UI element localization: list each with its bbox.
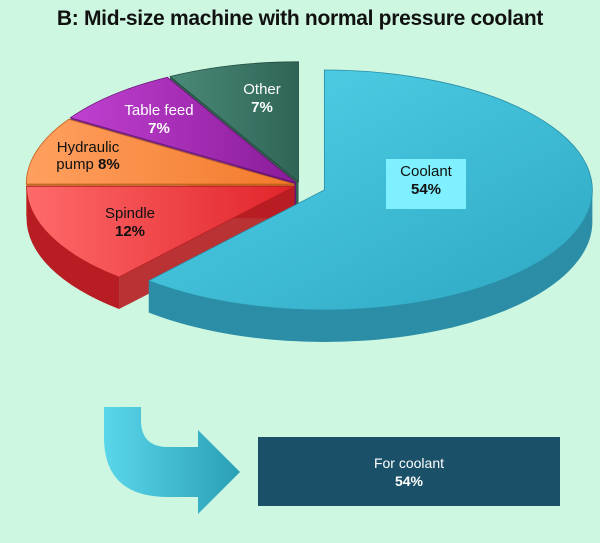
slice-coolant-side (148, 189, 593, 342)
label-coolant-name: Coolant (400, 163, 453, 180)
chart-title: B: Mid-size machine with normal pressure… (56, 7, 544, 30)
callout-label: For coolant (373, 454, 445, 471)
label-hydraulic-value: 8% (98, 156, 120, 173)
slice-other-top (169, 61, 299, 183)
label-hydraulic-line1: Hydraulic (57, 139, 120, 156)
label-spindle-value: 12% (115, 223, 145, 240)
label-other-value: 7% (251, 99, 273, 116)
label-table-feed-value: 7% (148, 120, 170, 137)
label-table-feed-name: Table feed (124, 102, 193, 119)
slice-spindle-top (26, 185, 295, 278)
label-coolant-bg (386, 159, 466, 209)
label-coolant-value: 54% (411, 181, 441, 198)
callout-value: 54% (394, 472, 424, 489)
coolant-callout-box: For coolant 54% (258, 437, 560, 506)
label-hydraulic-line2: pump 8% (56, 156, 119, 173)
label-other-name: Other (243, 81, 281, 98)
label-spindle-name: Spindle (105, 205, 155, 222)
slice-table-feed-top (69, 76, 297, 183)
slice-coolant (147, 69, 593, 342)
slice-hydraulic-pump-top (25, 118, 295, 185)
slice-coolant-top (147, 69, 593, 311)
slice-spindle-side (26, 186, 120, 310)
label-hydraulic-word2: pump (56, 156, 98, 173)
